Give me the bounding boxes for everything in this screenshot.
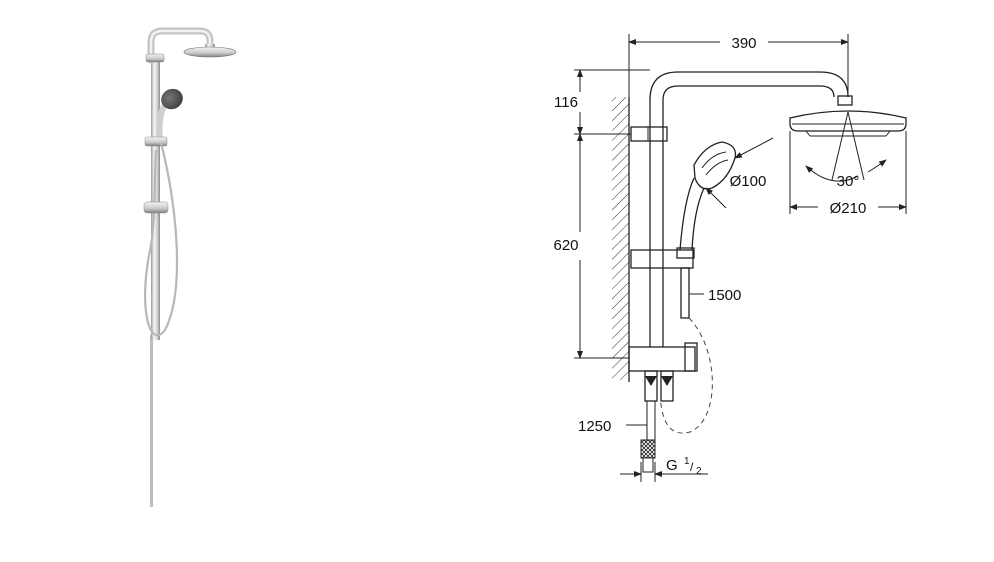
supply-valves bbox=[644, 370, 674, 402]
thread-label: G 1 / 2 bbox=[666, 456, 702, 477]
svg-text:G: G bbox=[666, 457, 678, 474]
hand-shower-hose bbox=[144, 142, 179, 337]
hand-shower-handle bbox=[156, 103, 167, 143]
supply-hose-fitting bbox=[640, 439, 656, 459]
hose-down bbox=[150, 335, 153, 507]
dim-hose: 1500 bbox=[708, 287, 741, 304]
diverter-body bbox=[143, 201, 169, 214]
svg-text:/: / bbox=[690, 460, 694, 474]
hose-loop-dashed bbox=[659, 317, 713, 434]
dim-hand-diameter: Ø100 bbox=[730, 173, 767, 190]
dim-head-diameter: Ø210 bbox=[830, 200, 867, 217]
dim-height-top: 116 bbox=[554, 94, 578, 111]
svg-text:2: 2 bbox=[696, 466, 702, 477]
technical-drawing: 390 116 620 Ø100 30° Ø210 1500 bbox=[553, 34, 907, 482]
head-shower-drawing bbox=[789, 110, 907, 137]
dim-head-angle: 30° bbox=[837, 173, 860, 190]
svg-text:1: 1 bbox=[684, 456, 690, 467]
hand-shower-drawing bbox=[676, 141, 737, 259]
dim-width-top: 390 bbox=[731, 35, 756, 52]
dim-height-rail: 620 bbox=[553, 237, 578, 254]
slider-holder bbox=[144, 136, 168, 147]
product-photo bbox=[143, 27, 237, 507]
head-shower bbox=[183, 46, 237, 58]
dim-supply: 1250 bbox=[578, 418, 611, 435]
hand-shower bbox=[161, 88, 183, 110]
wall-hatching bbox=[612, 97, 629, 380]
wall-bracket-upper bbox=[145, 53, 165, 63]
